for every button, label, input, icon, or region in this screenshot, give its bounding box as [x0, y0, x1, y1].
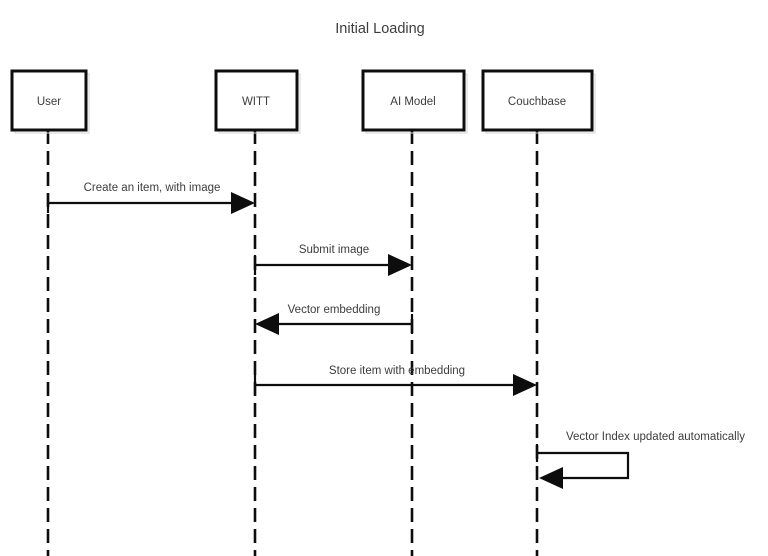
participant-label-user: User — [37, 96, 61, 108]
participants-group: User WITT AI Model Couchbase — [10, 69, 596, 134]
arrowhead-msg-vector-embedding — [255, 313, 279, 335]
arrowhead-msg-store-item — [513, 374, 537, 396]
participant-box-witt[interactable] — [214, 69, 299, 132]
message-msg-submit-image: Submit image — [253, 244, 412, 276]
message-msg-vector-index: Vector Index updated automatically — [535, 431, 745, 489]
message-msg-create-item: Create an item, with image — [46, 182, 255, 214]
arrowhead-msg-submit-image — [388, 254, 412, 276]
participant-ai-model[interactable]: AI Model — [361, 69, 468, 134]
participant-witt[interactable]: WITT — [214, 69, 301, 134]
participant-box-user[interactable] — [10, 69, 88, 132]
message-msg-store-item: Store item with embedding — [253, 365, 537, 396]
participant-couchbase[interactable]: Couchbase — [481, 69, 596, 134]
participant-label-ai-model: AI Model — [390, 96, 435, 108]
diagram-title-group: Initial Loading — [335, 21, 425, 37]
message-label-msg-store-item: Store item with embedding — [329, 365, 465, 377]
message-line-msg-vector-index — [537, 451, 630, 480]
message-label-msg-submit-image: Submit image — [299, 244, 369, 256]
message-msg-vector-embedding: Vector embedding — [255, 304, 414, 335]
page-title: Initial Loading — [335, 21, 425, 37]
arrowhead-msg-create-item — [231, 192, 255, 214]
participant-label-witt: WITT — [242, 96, 270, 108]
message-label-msg-create-item: Create an item, with image — [84, 182, 221, 194]
participant-box-ai-model[interactable] — [361, 69, 466, 132]
message-label-msg-vector-embedding: Vector embedding — [288, 304, 381, 316]
participant-user[interactable]: User — [10, 69, 90, 134]
participant-label-couchbase: Couchbase — [508, 96, 566, 108]
participant-box-couchbase[interactable] — [481, 69, 594, 132]
arrowhead-msg-vector-index — [539, 467, 563, 489]
message-label-msg-vector-index: Vector Index updated automatically — [566, 431, 745, 443]
